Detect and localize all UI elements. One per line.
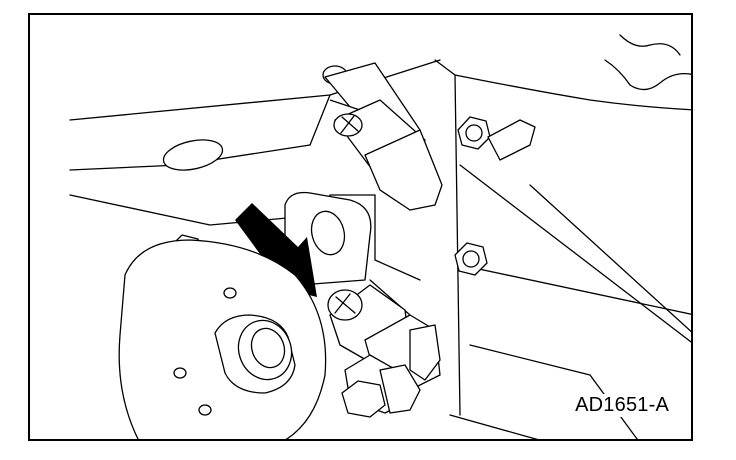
bolt-icon (454, 242, 488, 276)
figure-code-label: AD1651-A (573, 394, 671, 417)
bolt-icon (457, 116, 536, 161)
lower-stud-assembly (327, 284, 441, 414)
casting-face (434, 34, 691, 439)
upper-bracket (69, 59, 441, 226)
bolt-icon (341, 380, 386, 418)
upper-stud-assembly (322, 62, 443, 211)
pointer-arrow-icon (235, 203, 317, 297)
technical-illustration: AD1651-A (28, 13, 693, 441)
flange-plate (118, 239, 327, 439)
engine-mount-drawing (69, 34, 691, 439)
